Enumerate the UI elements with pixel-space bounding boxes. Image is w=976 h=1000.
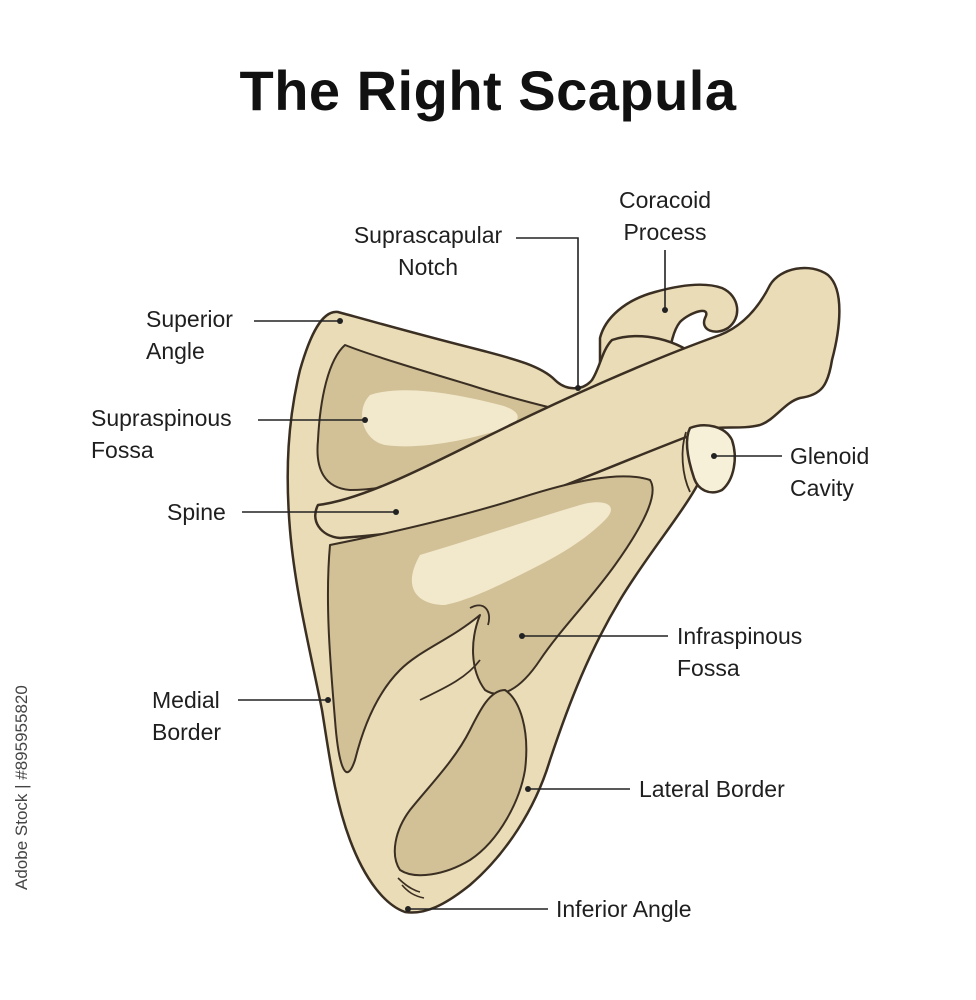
leader-suprascapular-notch-dot bbox=[575, 385, 581, 391]
leader-inferior-angle-dot bbox=[405, 906, 411, 912]
infraspinous-highlight bbox=[411, 502, 611, 605]
inferior-fossa-shape bbox=[393, 689, 528, 877]
label-inferior-angle: Inferior Angle bbox=[556, 896, 692, 922]
supraspinous-highlight bbox=[362, 390, 518, 447]
leader-coracoid-process-dot bbox=[662, 307, 668, 313]
label-spine: Spine bbox=[167, 499, 226, 525]
leader-supraspinous-fossa-dot bbox=[362, 417, 368, 423]
stock-id-text: Adobe Stock | #895955820 bbox=[12, 685, 31, 890]
leader-lateral-border-dot bbox=[525, 786, 531, 792]
leader-superior-angle-dot bbox=[337, 318, 343, 324]
glenoid-cavity-shape bbox=[685, 424, 736, 494]
leader-glenoid-cavity-dot bbox=[711, 453, 717, 459]
label-superior-angle: Superior Angle bbox=[146, 306, 233, 364]
label-infraspinous-fossa: Infraspinous Fossa bbox=[677, 623, 803, 681]
label-suprascapular-notch: Suprascapular Notch bbox=[353, 222, 503, 280]
leader-infraspinous-fossa-dot bbox=[519, 633, 525, 639]
label-lateral-border: Lateral Border bbox=[639, 776, 785, 802]
leader-suprascapular-notch bbox=[516, 237, 579, 388]
leader-medial-border-dot bbox=[325, 697, 331, 703]
leader-spine-dot bbox=[393, 509, 399, 515]
glenoid-rim bbox=[681, 431, 691, 493]
leader-lines bbox=[238, 237, 782, 912]
label-supraspinous-fossa: Supraspinous Fossa bbox=[91, 405, 232, 463]
label-coracoid-process: Coracoid Process bbox=[618, 187, 712, 245]
lower-ridge bbox=[419, 604, 490, 701]
inferior-angle-lines bbox=[397, 877, 425, 899]
label-medial-border: Medial Border bbox=[152, 687, 222, 745]
label-glenoid-cavity: Glenoid Cavity bbox=[790, 443, 870, 501]
diagram-title: The Right Scapula bbox=[239, 59, 737, 122]
infraspinous-fossa-shape bbox=[326, 475, 654, 774]
